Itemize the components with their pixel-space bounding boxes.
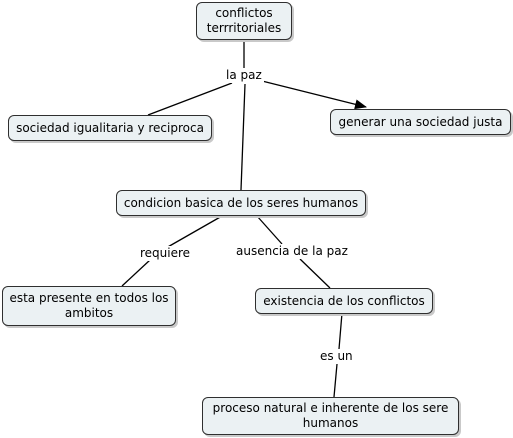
concept-condicion-basica[interactable]: condicion basica de los seres humanos (116, 190, 366, 216)
concept-esta-presente[interactable]: esta presente en todos los ambitos (2, 286, 176, 326)
line-ausencia-to-existencia (299, 258, 331, 289)
link-es-un[interactable]: es un (318, 349, 355, 364)
line-la-paz-to-sociedad (147, 82, 233, 116)
line-la-paz-to-condicion (240, 83, 246, 191)
line-existencia-to-es-un (338, 312, 343, 350)
line-la-paz-to-generar (261, 80, 367, 110)
link-la-paz[interactable]: la paz (224, 68, 264, 83)
line-condicion-to-ausencia (256, 215, 283, 245)
concept-existencia-conflictos[interactable]: existencia de los conflictos (255, 288, 433, 314)
line-requiere-to-esta-presente (121, 259, 151, 287)
concept-conflictos-territoriales[interactable]: conflictos terrritoriales (196, 2, 292, 40)
concept-proceso-natural[interactable]: proceso natural e inherente de los sere … (202, 397, 459, 435)
link-requiere[interactable]: requiere (138, 246, 193, 261)
concept-sociedad-igualitaria[interactable]: sociedad igualitaria y reciproca (8, 115, 212, 141)
concept-generar-sociedad-justa[interactable]: generar una sociedad justa (330, 109, 511, 135)
line-condicion-to-requiere (165, 215, 223, 249)
link-ausencia-de-la-paz[interactable]: ausencia de la paz (234, 244, 350, 259)
line-es-un-to-proceso (333, 363, 338, 398)
